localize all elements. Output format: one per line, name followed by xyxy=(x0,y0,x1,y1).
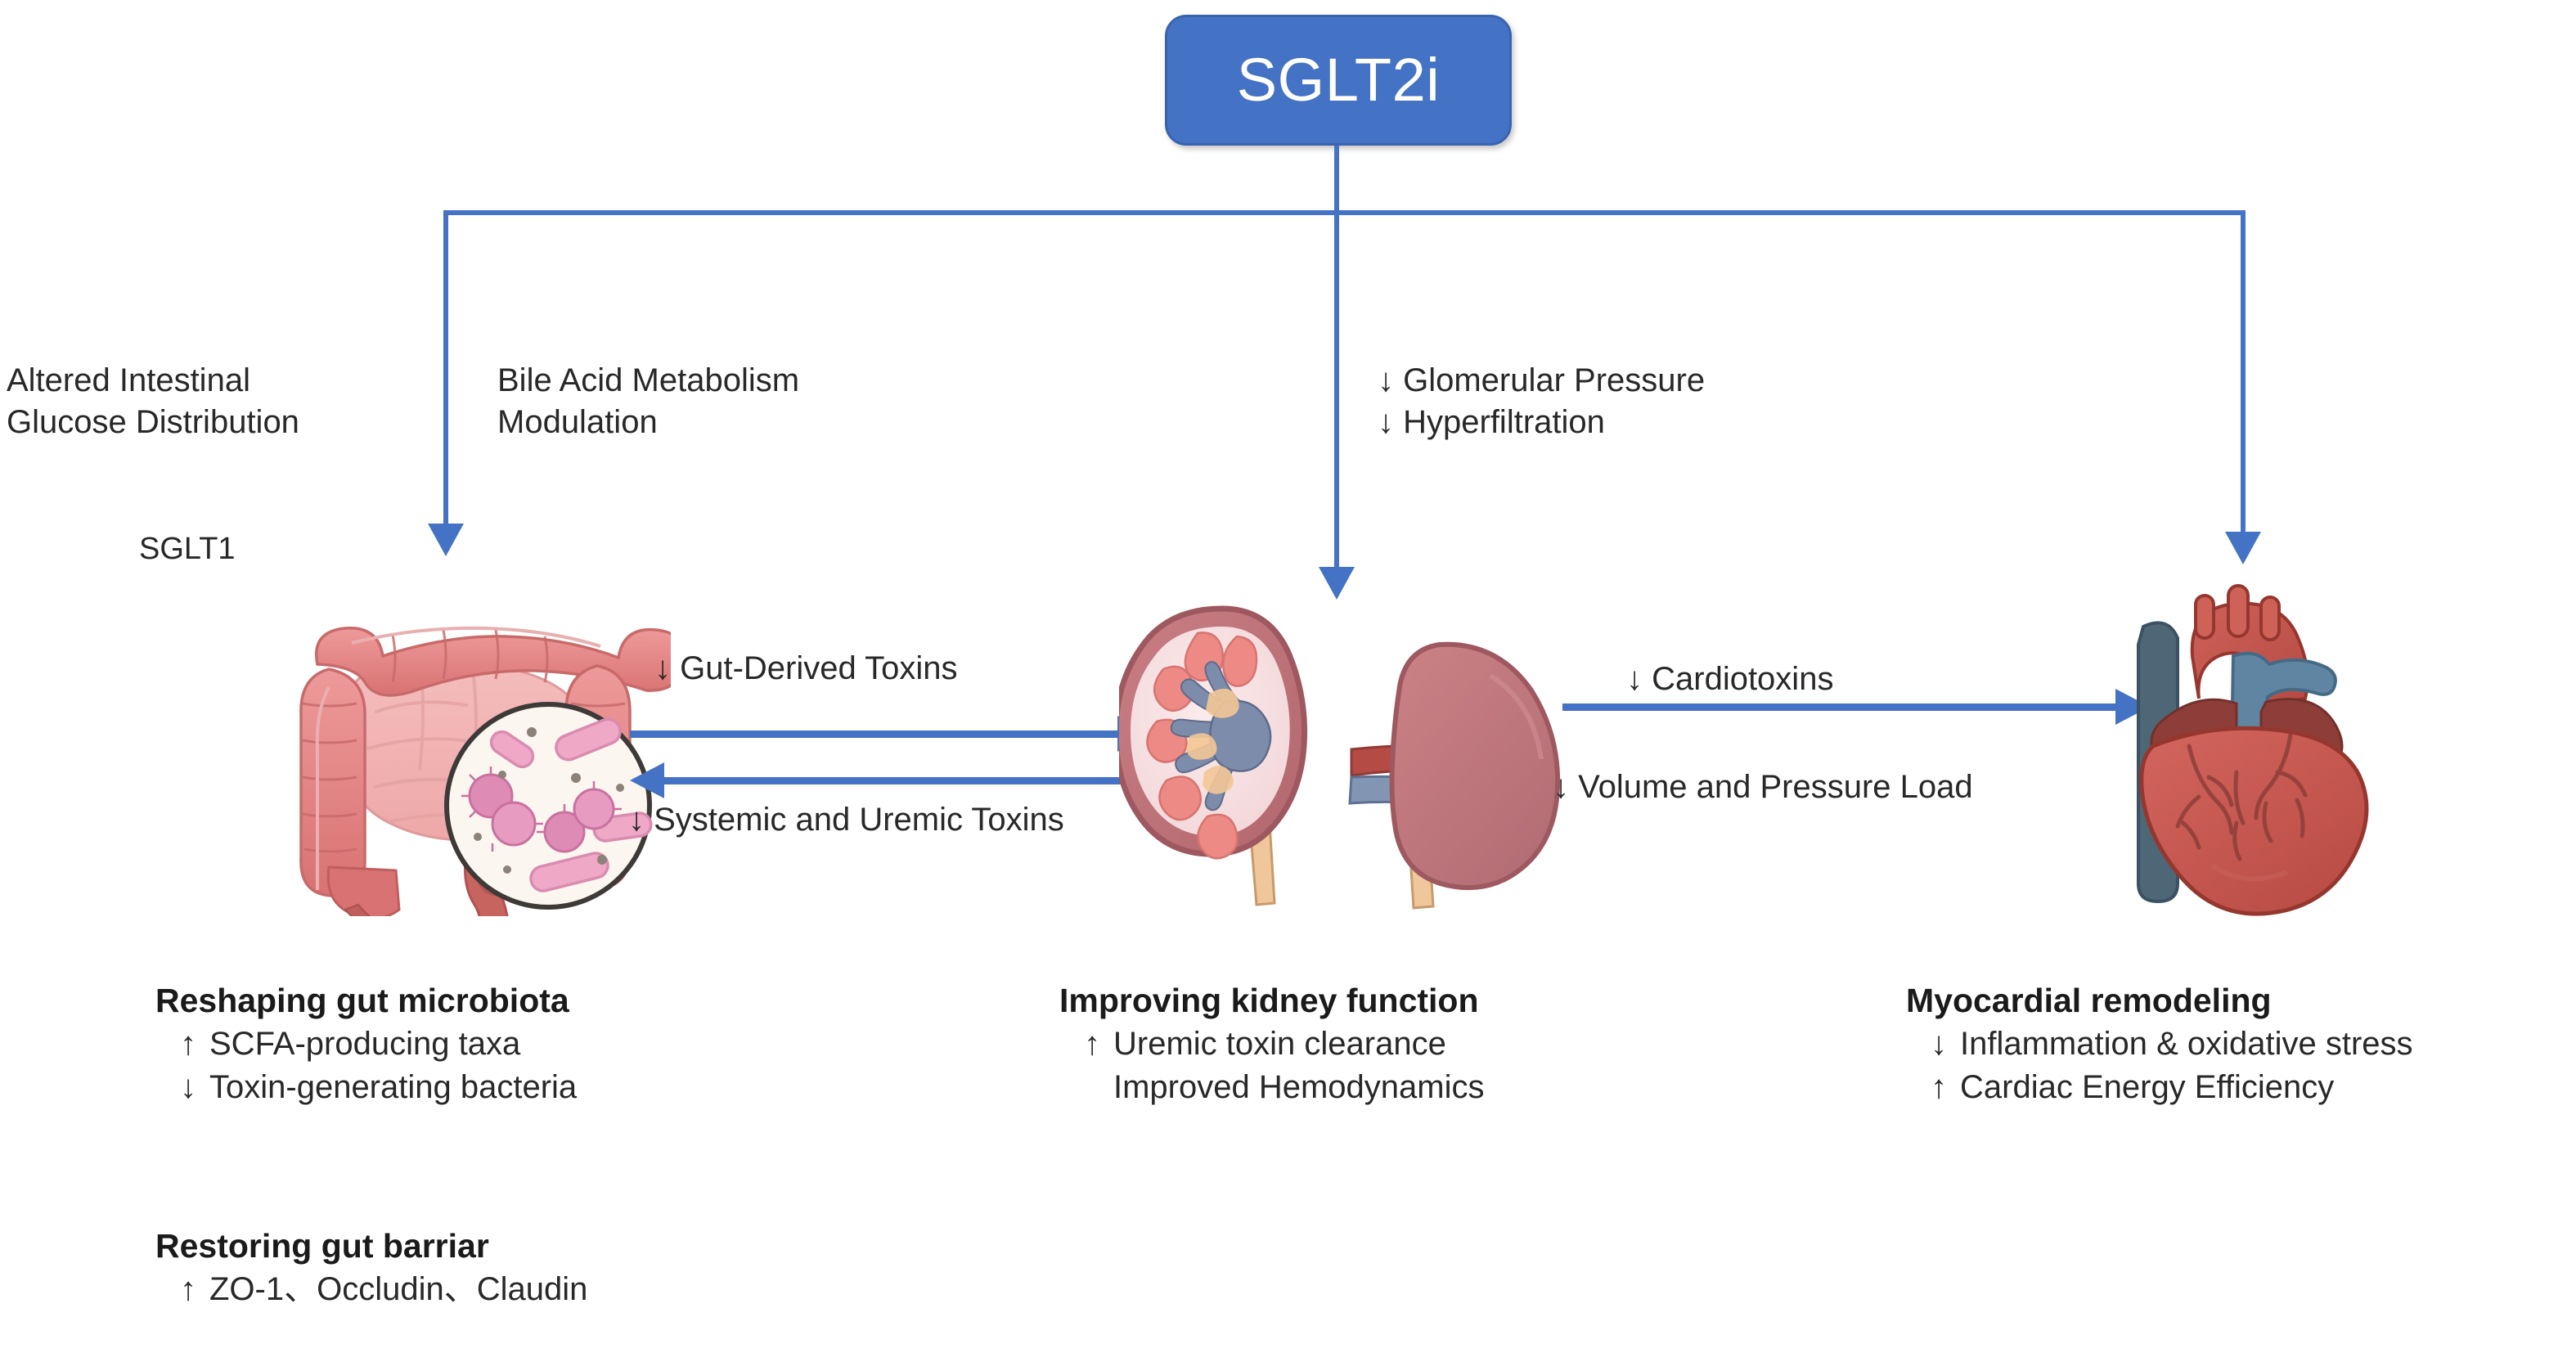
label-altered-intestinal-glucose: Altered Intestinal Glucose Distribution xyxy=(7,362,299,441)
intestine-icon xyxy=(299,626,671,916)
summary-reshaping-gut-microbiota: Reshaping gut microbiota ↑ SCFA-producing… xyxy=(155,982,859,1107)
connector-branch-center xyxy=(1334,210,1339,569)
summary-item-text: ZO-1、Occludin、Claudin xyxy=(209,1271,588,1307)
label-gut-derived-toxins: ↓ Gut-Derived Toxins xyxy=(654,650,958,686)
summary-item-text: Improved Hemodynamics xyxy=(1113,1069,1485,1106)
summary-title: Reshaping gut microbiota xyxy=(155,982,569,1019)
label-volume-pressure-load: ↓ Volume and Pressure Load xyxy=(1553,769,1973,805)
label-bile-acid-metabolism: Bile Acid Metabolism Modulation xyxy=(497,362,800,441)
arrow-glyph: ↑ xyxy=(180,1026,196,1062)
summary-restoring-gut-barriar: Restoring gut barriar ↑ ZO-1、Occludin、Cla… xyxy=(155,1227,859,1309)
arrowhead-to-kidney xyxy=(1117,716,1152,752)
arrowhead-heart xyxy=(2225,532,2261,564)
summary-item: ↑ Cardiac Energy Efficiency xyxy=(1906,1068,2576,1107)
arrow-to-intestine-line xyxy=(664,777,1155,784)
kidney-cross-section-icon xyxy=(1119,605,1308,906)
sglt2i-title-label: SGLT2i xyxy=(1236,46,1441,114)
summary-item: Improved Hemodynamics xyxy=(1059,1068,1763,1107)
arrowhead-to-heart xyxy=(2115,689,2150,725)
connector-branch-right xyxy=(2241,210,2246,533)
summary-title: Myocardial remodeling xyxy=(1906,982,2272,1019)
summary-item-text: Toxin-generating bacteria xyxy=(209,1069,578,1106)
connector-branch-left xyxy=(443,210,448,525)
arrowhead-kidney xyxy=(1319,567,1355,600)
label-systemic-uremic-toxins: ↓ Systemic and Uremic Toxins xyxy=(628,802,1064,838)
connector-stem xyxy=(1334,146,1339,213)
arrow-glyph: ↑ xyxy=(1931,1069,1947,1106)
microbiota-magnifier-icon xyxy=(444,702,653,910)
arrowhead-to-intestine xyxy=(630,762,664,798)
arrow-glyph: ↑ xyxy=(180,1271,196,1307)
label-cardiotoxins: ↓ Cardiotoxins xyxy=(1626,661,1834,697)
summary-title: Improving kidney function xyxy=(1059,982,1479,1019)
summary-title: Restoring gut barriar xyxy=(155,1227,489,1265)
connector-bus xyxy=(446,210,2246,215)
arrow-to-kidney-line xyxy=(630,730,1121,738)
summary-myocardial-remodeling: Myocardial remodeling ↓ Inflammation & ox… xyxy=(1906,982,2576,1107)
summary-item-text: Inflammation & oxidative stress xyxy=(1960,1026,2413,1062)
summary-item: ↑ SCFA-producing taxa xyxy=(155,1025,859,1063)
summary-item: ↓ Toxin-generating bacteria xyxy=(155,1068,859,1107)
summary-item: ↓ Inflammation & oxidative stress xyxy=(1906,1025,2576,1063)
arrow-glyph: ↑ xyxy=(1084,1026,1100,1062)
summary-item: ↑ ZO-1、Occludin、Claudin xyxy=(155,1270,859,1309)
summary-item-text: Cardiac Energy Efficiency xyxy=(1960,1069,2335,1106)
heart-icon xyxy=(2137,584,2369,916)
summary-improving-kidney-function: Improving kidney function ↑ Uremic toxin … xyxy=(1059,982,1763,1107)
arrow-glyph: ↓ xyxy=(1931,1026,1947,1062)
arrow-to-heart-line xyxy=(1562,703,2119,711)
summary-item-text: Uremic toxin clearance xyxy=(1113,1026,1446,1062)
summary-item: ↑ Uremic toxin clearance xyxy=(1059,1025,1763,1063)
sglt2i-title-box: SGLT2i xyxy=(1165,15,1512,146)
arrow-glyph: ↓ xyxy=(180,1069,196,1106)
label-sglt1: SGLT1 xyxy=(139,532,236,566)
label-glomerular-pressure: ↓ Glomerular Pressure ↓ Hyperfiltration xyxy=(1378,362,1706,441)
arrowhead-intestine xyxy=(428,524,464,556)
summary-item-text: SCFA-producing taxa xyxy=(209,1026,521,1062)
